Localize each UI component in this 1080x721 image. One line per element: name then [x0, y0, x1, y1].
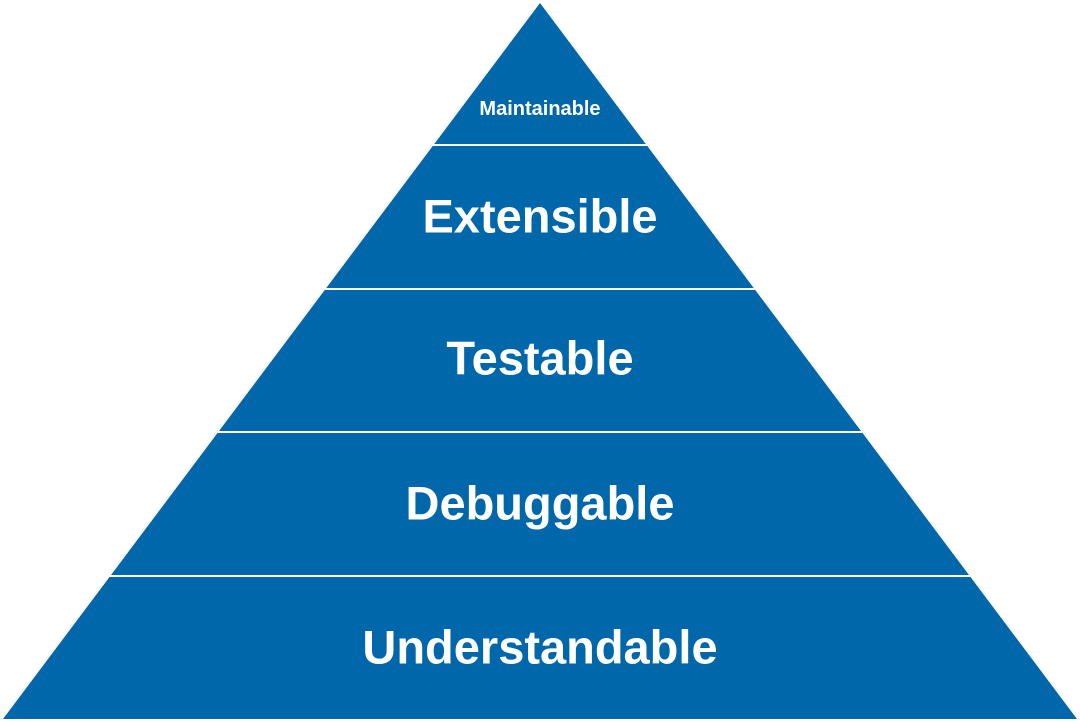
layer-label-testable: Testable — [446, 332, 633, 385]
pyramid-shape — [3, 3, 1077, 719]
layer-label-extensible: Extensible — [422, 190, 657, 243]
layer-label-maintainable: Maintainable — [479, 98, 600, 120]
layer-label-debuggable: Debuggable — [406, 477, 675, 530]
layer-label-understandable: Understandable — [362, 621, 717, 674]
